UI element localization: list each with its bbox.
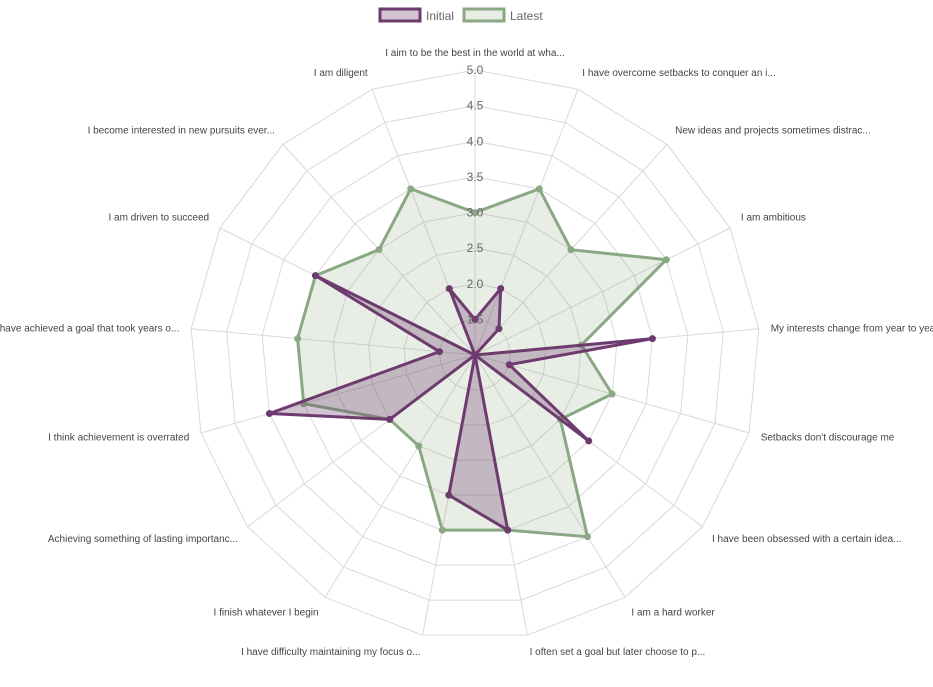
grid-ring (438, 318, 512, 391)
data-point-latest (662, 256, 670, 264)
data-point-initial (445, 491, 453, 499)
data-point-latest (438, 526, 446, 534)
tick-label: 2.5 (467, 241, 484, 255)
grid-ring (261, 140, 689, 566)
category-label: I am ambitious (741, 213, 806, 224)
category-label: I become interested in new pursuits ever… (88, 126, 275, 137)
data-point-initial (386, 415, 394, 423)
legend-label-latest: Latest (510, 9, 543, 23)
category-label: I am a hard worker (631, 608, 715, 619)
data-point-initial (585, 437, 593, 445)
series-layer (265, 185, 670, 541)
data-point-latest (567, 246, 575, 254)
data-point-latest (535, 185, 543, 193)
spoke-line (474, 89, 579, 356)
category-label: I am diligent (314, 68, 368, 79)
category-label: I have achieved a goal that took years o… (0, 324, 179, 335)
legend-swatch-latest (462, 7, 506, 23)
category-label: I often set a goal but later choose to p… (530, 647, 706, 658)
radial-tick-labels: 1.5 2.0 2.5 3.0 3.5 4.0 4.5 5.0 (467, 63, 484, 326)
category-label: New ideas and projects sometimes distrac… (675, 126, 871, 137)
spoke-line (474, 227, 731, 356)
series-initial-area (268, 274, 653, 534)
legend-swatch-initial (378, 7, 422, 23)
data-point-latest (407, 185, 415, 193)
spoke-line (474, 354, 626, 598)
tick-label: 3.5 (467, 170, 484, 184)
data-point-latest (608, 390, 616, 398)
legend-label-initial: Initial (426, 9, 454, 23)
grid-ring (226, 105, 724, 601)
data-point-initial (495, 325, 503, 333)
tick-label: 4.0 (467, 134, 484, 148)
data-point-initial (497, 285, 505, 293)
tick-label: 2.0 (467, 277, 484, 291)
data-point-initial (504, 526, 512, 534)
data-point-latest (415, 442, 423, 450)
tick-label: 1.5 (467, 312, 484, 326)
data-point-initial (312, 272, 319, 280)
data-point-latest (584, 533, 591, 541)
category-label: I finish whatever I begin (214, 608, 319, 619)
data-point-latest (375, 246, 383, 254)
category-labels: I aim to be the best in the world at wha… (0, 48, 933, 658)
grid-ring (403, 283, 547, 426)
series-latest-area (296, 187, 670, 539)
data-point-latest (294, 335, 302, 343)
spoke-line (200, 354, 476, 434)
data-point-initial (471, 315, 479, 323)
category-label: I have overcome setbacks to conquer an i… (582, 68, 775, 79)
spoke-line (324, 354, 476, 598)
category-label: I aim to be the best in the world at wha… (385, 48, 565, 59)
category-label: I have difficulty maintaining my focus o… (241, 647, 420, 658)
grid-ring (190, 69, 760, 636)
data-point-initial (445, 285, 453, 293)
data-point-initial (505, 361, 513, 369)
category-label: My interests change from year to year (771, 324, 933, 335)
legend: Initial Latest (378, 7, 543, 23)
grid-ring (368, 247, 582, 461)
data-point-initial (648, 335, 656, 343)
data-point-initial (265, 410, 273, 417)
tick-label: 5.0 (467, 63, 484, 77)
tick-label: 4.5 (467, 99, 484, 113)
category-label: I am driven to succeed (108, 213, 209, 224)
category-label: Achieving something of lasting importanc… (48, 534, 238, 545)
data-point-latest (471, 209, 479, 216)
tick-label: 3.0 (467, 206, 484, 220)
category-label: Setbacks don't discourage me (761, 432, 895, 443)
category-label: I have been obsessed with a certain idea… (712, 534, 902, 545)
grid-ring (332, 211, 618, 496)
category-label: I think achievement is overrated (48, 432, 189, 443)
data-point-initial (471, 351, 479, 359)
data-point-initial (436, 348, 443, 356)
spoke-line (191, 328, 476, 356)
